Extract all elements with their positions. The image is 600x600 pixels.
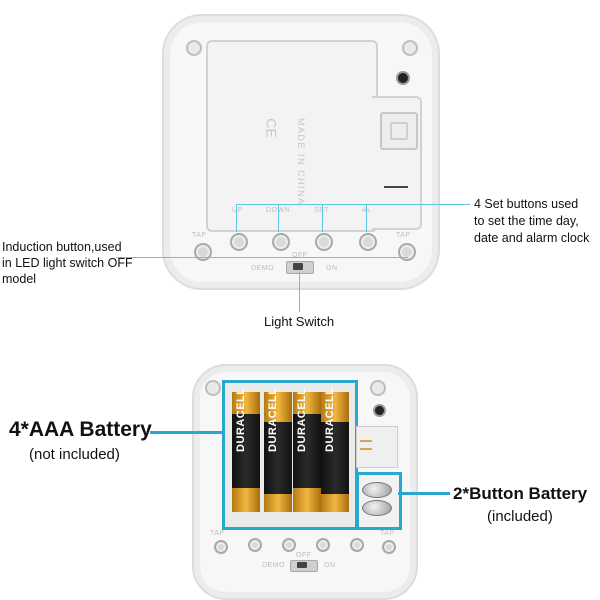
- switch-on-label: ON: [326, 265, 338, 272]
- down-button[interactable]: [282, 538, 296, 552]
- tap-left-label: TAP: [192, 232, 207, 239]
- tap-button-left[interactable]: [214, 540, 228, 554]
- down-button[interactable]: [272, 233, 290, 251]
- screw-hole: [370, 380, 386, 396]
- set-buttons-caption: 4 Set buttons used to set the time day, …: [474, 196, 589, 247]
- switch-demo-label: DEMO: [251, 265, 274, 272]
- tap-button-right[interactable]: [382, 540, 396, 554]
- wire: [360, 448, 372, 450]
- switch-demo-label: DEMO: [262, 562, 285, 569]
- up-button[interactable]: [248, 538, 262, 552]
- battery-brand: DURACELL: [296, 342, 308, 452]
- screw-hole: [186, 40, 202, 56]
- light-switch-knob: [293, 263, 303, 270]
- aaa-battery-note: (not included): [29, 446, 120, 463]
- battery-gold-band: [232, 488, 260, 512]
- tap-button-left[interactable]: [194, 243, 212, 261]
- callout-tick: [366, 204, 367, 232]
- battery-brand: DURACELL: [267, 342, 279, 452]
- caption-line: model: [2, 271, 133, 287]
- aaa-battery: DURACELL: [321, 392, 349, 512]
- light-switch-knob: [297, 562, 307, 568]
- light-switch-caption: Light Switch: [264, 314, 334, 329]
- battery-gold-band: [293, 488, 321, 512]
- aaa-battery: DURACELL: [264, 392, 292, 512]
- tap-button-right[interactable]: [398, 243, 416, 261]
- callout-tick: [278, 204, 279, 232]
- screw-hole: [402, 40, 418, 56]
- switch-on-label: ON: [324, 562, 336, 569]
- hanging-hole: [396, 71, 410, 85]
- slot-mark: [384, 186, 408, 188]
- alarm-button[interactable]: [350, 538, 364, 552]
- module-block: [356, 426, 398, 468]
- ce-mark: CE: [264, 118, 280, 137]
- battery-brand: DURACELL: [235, 342, 247, 452]
- wire: [360, 440, 372, 442]
- aaa-battery: DURACELL: [293, 392, 321, 512]
- callout-line-aaa: [150, 431, 224, 434]
- button-battery-note: (included): [487, 508, 553, 525]
- callout-tick: [322, 204, 323, 232]
- battery-brand: DURACELL: [324, 342, 336, 452]
- callout-line-switch: [299, 272, 300, 312]
- battery-gold-band: [264, 494, 292, 512]
- up-button[interactable]: [230, 233, 248, 251]
- hanging-hole: [373, 404, 386, 417]
- made-in-china-text: MADE IN CHINA: [296, 118, 306, 218]
- tap-right-label: TAP: [396, 232, 411, 239]
- callout-tick: [236, 204, 237, 232]
- battery-gold-band: [321, 494, 349, 512]
- tap-right-label: TAP: [380, 530, 395, 537]
- caption-line: in LED light switch OFF: [2, 255, 133, 271]
- caption-line: to set the time day,: [474, 213, 589, 230]
- switch-off-label: OFF: [296, 552, 312, 559]
- button-battery: [362, 482, 392, 498]
- aaa-battery: DURACELL: [232, 392, 260, 512]
- induction-button-caption: Induction button,used in LED light switc…: [2, 239, 133, 287]
- aaa-battery-title: 4*AAA Battery: [9, 418, 152, 442]
- set-button[interactable]: [315, 233, 333, 251]
- set-button[interactable]: [316, 538, 330, 552]
- caption-line: Induction button,used: [2, 239, 133, 255]
- caption-line: 4 Set buttons used: [474, 196, 589, 213]
- screw-hole: [205, 380, 221, 396]
- caption-line: date and alarm clock: [474, 230, 589, 247]
- callout-line-induction: [116, 257, 408, 258]
- button-battery-title: 2*Button Battery: [453, 484, 587, 504]
- up-label: UP: [232, 207, 243, 214]
- callout-line-buttons: [236, 204, 470, 205]
- alarm-button[interactable]: [359, 233, 377, 251]
- tap-left-label: TAP: [210, 530, 225, 537]
- callout-line-button-battery: [398, 492, 450, 495]
- button-battery: [362, 500, 392, 516]
- square-button-inner: [390, 122, 408, 140]
